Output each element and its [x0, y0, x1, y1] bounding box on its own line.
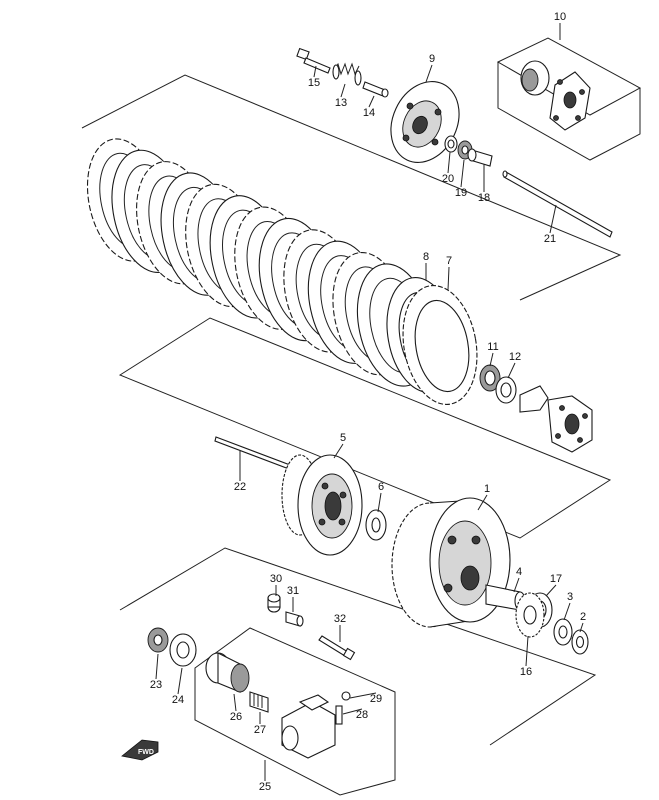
- callout-25: 25: [259, 781, 271, 793]
- outline-release-cylinder-group: [194, 627, 396, 796]
- leader-line-24: [177, 667, 183, 695]
- callout-11: 11: [487, 341, 498, 353]
- leader-line-11: [489, 352, 494, 367]
- part-29-cap: [341, 691, 351, 701]
- callout-17: 17: [550, 573, 562, 585]
- leader-line-21: [549, 204, 557, 234]
- leader-line-29: [349, 692, 377, 699]
- callout-15: 15: [308, 77, 320, 89]
- part-5-primary-driven-gear: [281, 454, 363, 556]
- callout-10: 10: [554, 11, 566, 23]
- leader-line-13: [340, 83, 346, 98]
- leader-line-26: [233, 693, 237, 712]
- lower-pressure-plate: [519, 385, 593, 453]
- leader-line-1: [477, 494, 488, 511]
- leader-line-28: [342, 708, 363, 715]
- part-21-push-rod: [502, 170, 613, 238]
- callout-20: 20: [442, 173, 454, 185]
- part-9-pressure-plate: [390, 81, 460, 163]
- callout-27: 27: [254, 724, 266, 736]
- part-26-piston-assembly: [205, 652, 250, 693]
- part-6-thrust-washer: [365, 509, 387, 541]
- callout-7: 7: [446, 255, 452, 267]
- fwd-direction-marker: FWD: [121, 739, 159, 761]
- callout-2: 2: [580, 611, 586, 623]
- part-32-bolt: [318, 635, 356, 661]
- leader-line-4: [513, 577, 520, 593]
- callout-32: 32: [334, 613, 346, 625]
- part-14-pin: [362, 81, 389, 98]
- part-12-washer: [495, 376, 517, 404]
- part-16-oil-pump-gear: [515, 592, 545, 638]
- leader-line-20: [447, 151, 451, 174]
- leader-line-14: [368, 95, 375, 108]
- part-28-bleeder: [335, 705, 343, 725]
- callout-5: 5: [340, 432, 346, 444]
- part-10-inset-plate: [520, 60, 591, 131]
- part-23-seal: [147, 627, 169, 653]
- callout-4: 4: [516, 566, 522, 578]
- part-13-spring: [332, 62, 362, 86]
- callout-29: 29: [370, 693, 382, 705]
- callout-12: 12: [509, 351, 521, 363]
- part-31-piston: [285, 611, 304, 627]
- callout-19: 19: [455, 187, 467, 199]
- callout-31: 31: [287, 585, 299, 597]
- part-18-push-piece: [467, 148, 493, 167]
- callout-30: 30: [270, 573, 282, 585]
- callout-14: 14: [363, 107, 375, 119]
- clutch-plate-stack: [86, 138, 434, 387]
- part-15-bolt: [296, 47, 331, 74]
- callout-8: 8: [423, 251, 429, 263]
- callout-3: 3: [567, 591, 573, 603]
- callout-26: 26: [230, 711, 242, 723]
- leader-line-5: [333, 443, 344, 459]
- part-30-bush: [267, 593, 281, 613]
- callout-24: 24: [172, 694, 184, 706]
- part-25-release-cylinder: [281, 694, 336, 759]
- leader-lines: [155, 23, 584, 781]
- callout-23: 23: [150, 679, 162, 691]
- callout-18: 18: [478, 192, 490, 204]
- leader-line-16: [525, 635, 529, 667]
- callout-16: 16: [520, 666, 532, 678]
- leader-line-23: [155, 653, 159, 680]
- part-11-bearing: [479, 364, 501, 392]
- part-20-washer: [444, 135, 458, 153]
- callout-9: 9: [429, 53, 435, 65]
- callout-21: 21: [544, 233, 556, 245]
- leader-line-3: [563, 602, 571, 621]
- part-1-clutch-housing: [391, 497, 511, 628]
- callout-labels: 1234567891011121314151617181920212223242…: [150, 11, 586, 793]
- part-2-washer: [571, 629, 589, 655]
- callout-1: 1: [484, 483, 490, 495]
- part-24-seal: [169, 633, 197, 667]
- leader-line-2: [579, 622, 584, 633]
- callout-13: 13: [335, 97, 347, 109]
- leader-line-9: [425, 64, 433, 83]
- outline-plate-stack-lower: [118, 317, 612, 539]
- part-27-boot: [249, 691, 269, 713]
- leader-line-6: [377, 492, 382, 513]
- leader-line-7: [447, 266, 450, 291]
- fwd-label: FWD: [138, 749, 154, 756]
- callout-6: 6: [378, 481, 384, 493]
- leader-line-15: [313, 65, 317, 78]
- leader-line-17: [545, 584, 557, 597]
- outline-plate-stack-upper: [81, 74, 622, 301]
- part-3-washer: [553, 618, 573, 646]
- callout-22: 22: [234, 481, 246, 493]
- leader-line-12: [507, 362, 516, 379]
- outline-inset-box-10: [497, 62, 641, 161]
- callout-28: 28: [356, 709, 368, 721]
- leader-line-19: [460, 159, 465, 188]
- part-7-damper-plate: [402, 285, 478, 405]
